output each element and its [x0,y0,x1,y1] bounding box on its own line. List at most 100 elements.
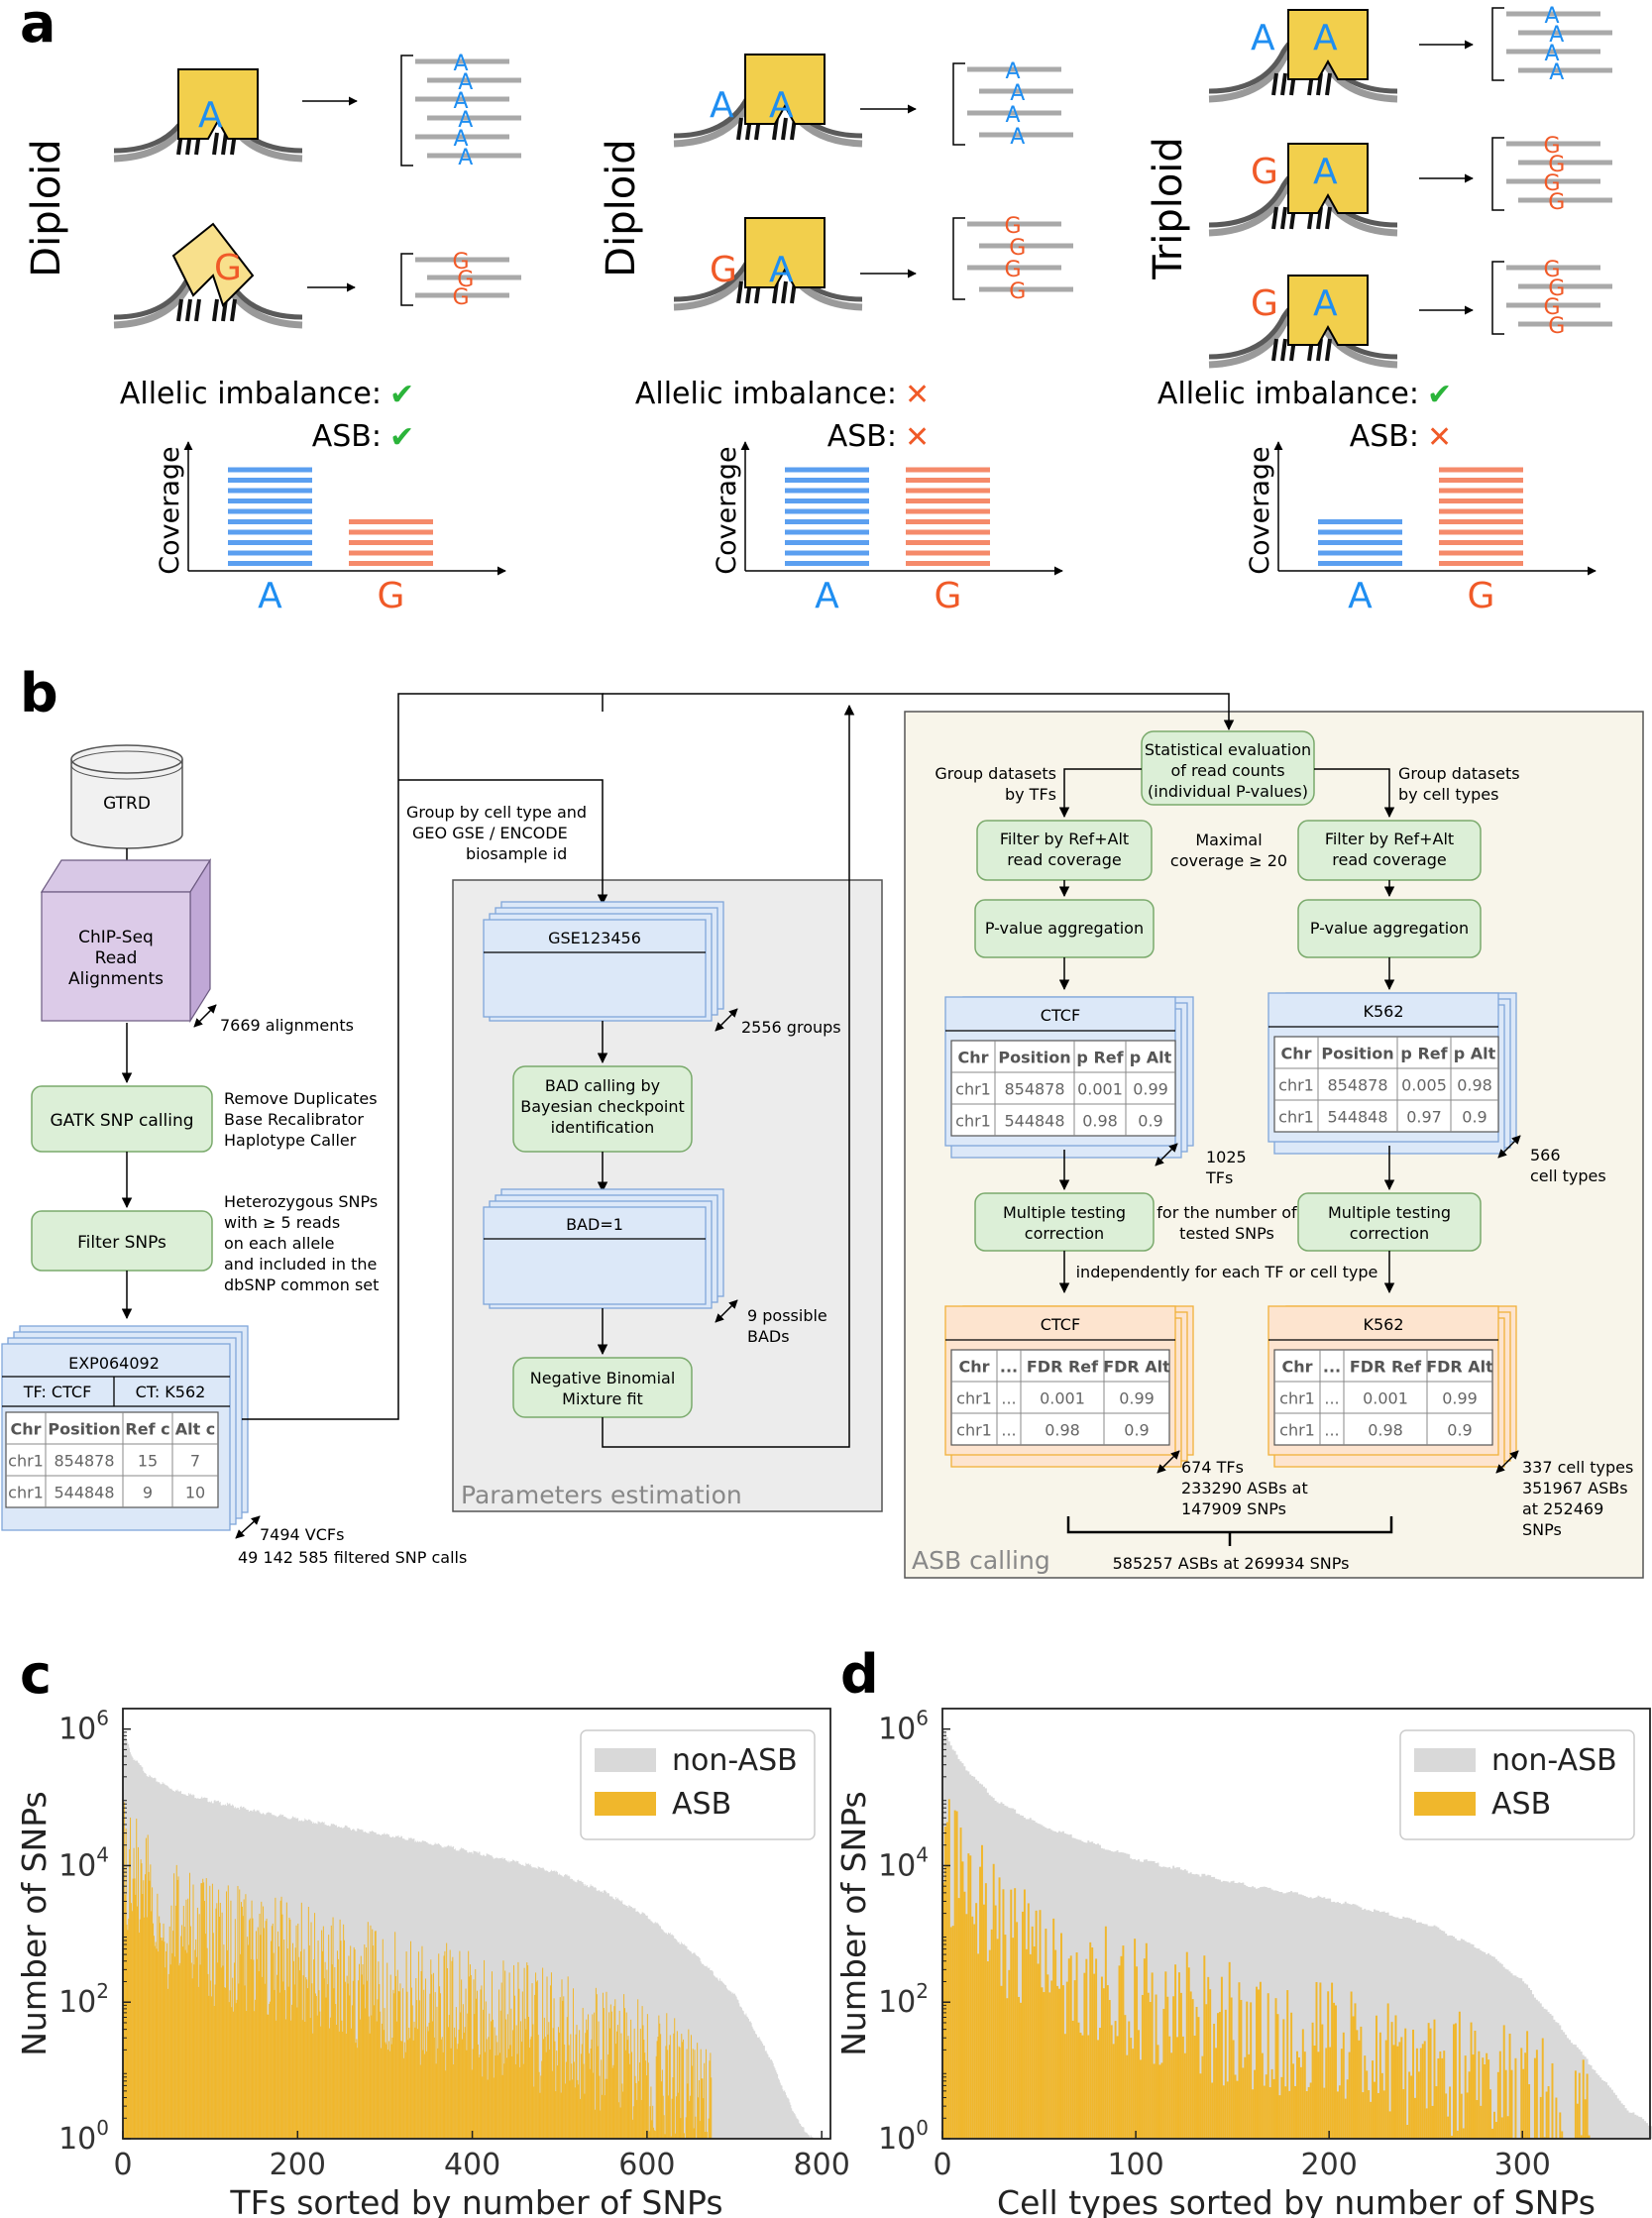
asb-bar [1303,2052,1306,2139]
asb-bar [276,1974,278,2139]
asb-bar [685,2117,687,2139]
asb-bar [520,2042,522,2139]
asb-bar [454,2037,456,2139]
asb-bar [286,1948,288,2139]
asb-bar [979,1866,982,2139]
asb-bar [316,2015,318,2139]
table-cell: 7 [190,1451,200,1470]
asb-bar [417,2029,419,2139]
asb-bar [1478,2051,1481,2139]
asb-bar [188,1944,190,2139]
coverage-bar-g [1439,529,1523,535]
asb-bar [402,2057,404,2139]
asb-bar [631,2119,633,2139]
asb-bar [654,2131,656,2139]
asb-bar [352,1980,354,2139]
coverage-bar-a [1318,561,1402,566]
asb-bar [994,1905,997,2139]
asb-bar [1443,2051,1446,2139]
read-allele-label: G [1543,171,1560,196]
asb-bar [492,2019,494,2139]
asb-bar [325,1997,327,2139]
coverage-bar-a [228,529,312,535]
asb-bar [222,1965,224,2139]
asb-bar [464,2027,466,2139]
asb-bar [1412,2029,1414,2139]
asb-bar [1437,2058,1440,2139]
asb-bar [237,1885,239,2139]
asb-bar [211,1996,213,2139]
x-tick-label: 600 [618,2148,675,2182]
asb-bar [1356,2030,1359,2139]
asb-bar [482,2076,484,2139]
asb-bar [370,1925,372,2139]
check-icon: ✔ [1427,378,1452,412]
asb-bar [1307,2086,1310,2139]
asb-bar [123,1802,125,2139]
filter-note-2: with ≥ 5 reads [224,1213,340,1232]
tf-result-3: 147909 SNPs [1181,1499,1286,1518]
asb-bar [209,1885,211,2139]
asb-bar [1124,2015,1127,2139]
asb-bar [1460,2093,1463,2139]
nb-fit-node [512,1357,693,1418]
card-title: K562 [1363,1315,1403,1334]
asb-bar [1508,2033,1511,2139]
asb-bar [240,1953,242,2139]
asb-bar [537,2035,539,2139]
asb-bar [1106,1985,1109,2139]
asb-bar [597,2046,599,2139]
asb-bar [444,1950,446,2139]
asb-bar [1201,2055,1204,2139]
coverage-bar-g [906,499,990,503]
coverage-bar-g [349,550,433,556]
asb-bar [391,2037,393,2139]
asb-bar [174,1905,176,2139]
asb-bar [484,2052,486,2139]
asb-bar [197,1986,199,2139]
asb-bar [620,2033,622,2139]
asb-bar [658,2015,660,2139]
asb-bar [687,2083,689,2139]
asb-bar [192,1884,194,2139]
asb-bar [1218,2012,1221,2139]
gatk-label: GATK SNP calling [50,1111,193,1131]
asb-bar [292,1960,294,2139]
asb-bar [139,1919,141,2139]
asb-bar [673,2033,675,2139]
asb-bar [1197,2017,1200,2139]
asb-bar [545,2052,547,2139]
asb-bar [632,2106,634,2139]
asb-bar [297,1923,299,2139]
asb-bar [508,1972,510,2139]
asb-bar [1199,2073,1202,2139]
asb-bar [462,2004,464,2139]
asb-bar [438,1953,440,2139]
check-icon: ✔ [389,378,414,412]
asb-bar [473,1979,475,2139]
asb-bar [129,1849,131,2139]
table-cell: 0.9 [1124,1420,1149,1439]
asb-bar [522,2063,524,2139]
coverage-bar-a [1318,550,1402,556]
allele-label: G [1251,283,1278,324]
asb-bar [330,1925,332,2139]
asb-bar [530,2036,532,2139]
asb-bar [1431,2105,1434,2139]
coverage-bar-g [349,540,433,545]
asb-bar [409,2038,411,2139]
groups-count: 2556 groups [741,1018,841,1037]
asb-bar [1091,1946,1094,2139]
asb-bar [1224,2009,1227,2139]
asb-bar [653,2130,655,2139]
asb-bar [548,2022,550,2139]
bad-calling-1: BAD calling by [545,1076,660,1095]
asb-bar [1372,2060,1375,2139]
read-allele-label: A [458,108,473,133]
asb-bar [526,1962,528,2139]
asb-bar [491,1971,493,2139]
asb-bar [1240,1999,1243,2139]
asb-bar [1487,2059,1490,2139]
y-axis-label: Number of SNPs [15,1791,54,2056]
asb-bar [1333,2002,1336,2139]
